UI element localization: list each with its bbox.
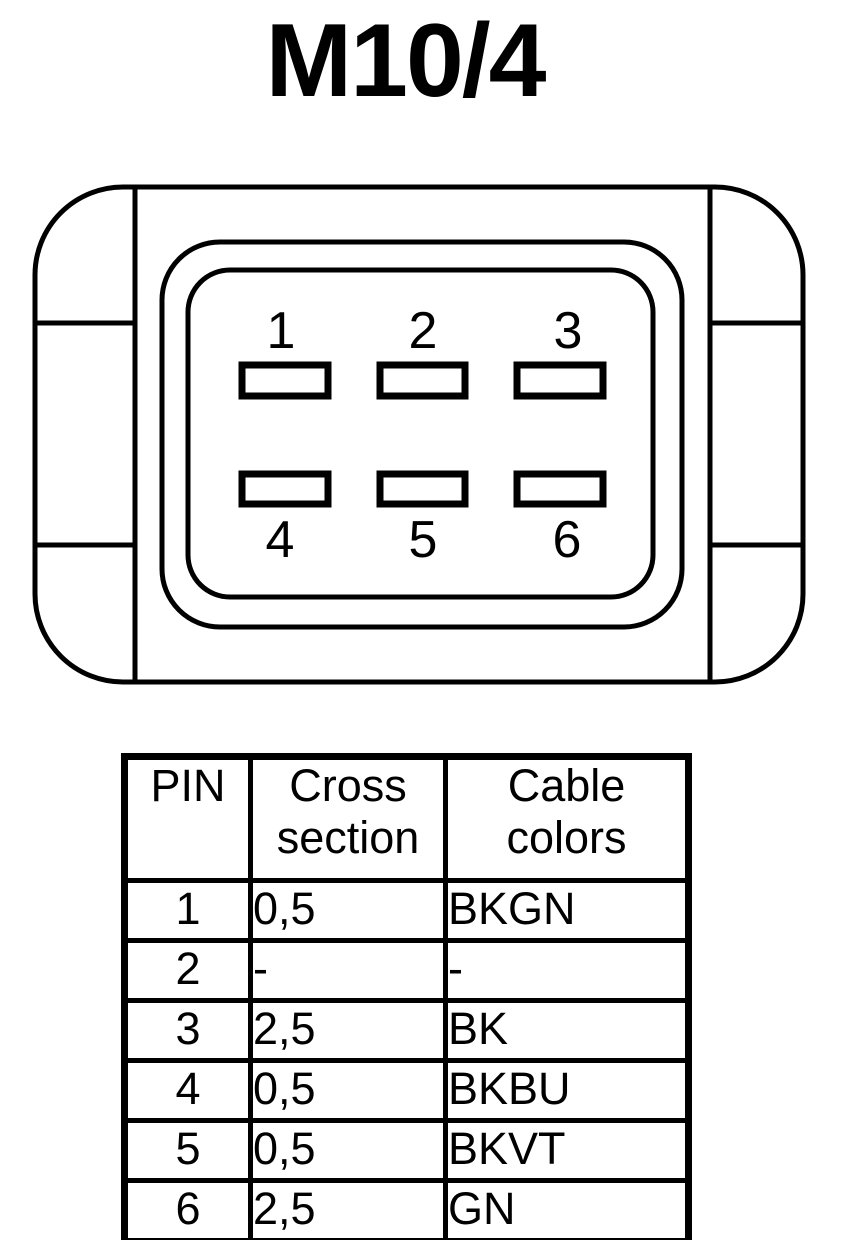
pin-6-label: 6: [553, 511, 582, 569]
header-pin: PIN: [123, 755, 253, 883]
pin-6-contact: [513, 470, 607, 508]
table-row: 2 - -: [123, 938, 690, 1003]
cable-color: BKBU: [443, 1058, 690, 1123]
pin-3-contact: [513, 361, 607, 400]
cable-color: -: [443, 938, 690, 1003]
cross-section: -: [248, 938, 448, 1003]
pin-4-label: 4: [266, 511, 295, 569]
pin-5-label: 5: [409, 511, 438, 569]
table-row: 4 0,5 BKBU: [123, 1058, 690, 1123]
connector-insert-outline: [185, 267, 656, 600]
pin-5-contact: [376, 470, 469, 508]
pin-number: 5: [123, 1118, 253, 1183]
cross-section: 2,5: [248, 998, 448, 1063]
pin-2-contact: [376, 361, 469, 400]
cross-section: 0,5: [248, 1118, 448, 1183]
page-title: M10/4: [265, 3, 546, 119]
cable-color: BKVT: [443, 1118, 690, 1183]
pin-4-contact: [238, 470, 332, 508]
pin-number: 4: [123, 1058, 253, 1123]
header-cross-section: Cross section: [248, 755, 448, 883]
table-row: 3 2,5 BK: [123, 998, 690, 1063]
pin-number: 3: [123, 998, 253, 1063]
connector-seal-outline: [159, 239, 685, 630]
pin-1-label: 1: [267, 302, 296, 360]
pin-2-label: 2: [409, 302, 438, 360]
cross-section: 0,5: [248, 1058, 448, 1123]
pin-3-label: 3: [554, 302, 583, 360]
pin-1-contact: [238, 361, 332, 400]
table-row: 1 0,5 BKGN: [123, 878, 690, 943]
table-header-row: PIN Cross section Cable colors: [123, 755, 690, 883]
connector-face-diagram: 1 2 3 4 5 6: [32, 184, 806, 685]
pin-number: 1: [123, 878, 253, 943]
cable-color: BKGN: [443, 878, 690, 943]
table-row: 6 2,5 GN: [123, 1178, 690, 1240]
header-cable-colors: Cable colors: [443, 755, 690, 883]
pin-assignment-table: PIN Cross section Cable colors 1 0,5 BKG…: [121, 753, 692, 1240]
table-row: 5 0,5 BKVT: [123, 1118, 690, 1183]
cross-section: 0,5: [248, 878, 448, 943]
cable-color: GN: [443, 1178, 690, 1240]
cable-color: BK: [443, 998, 690, 1063]
connector-housing-outline: [32, 184, 806, 685]
cross-section: 2,5: [248, 1178, 448, 1240]
pin-number: 6: [123, 1178, 253, 1240]
pin-number: 2: [123, 938, 253, 1003]
